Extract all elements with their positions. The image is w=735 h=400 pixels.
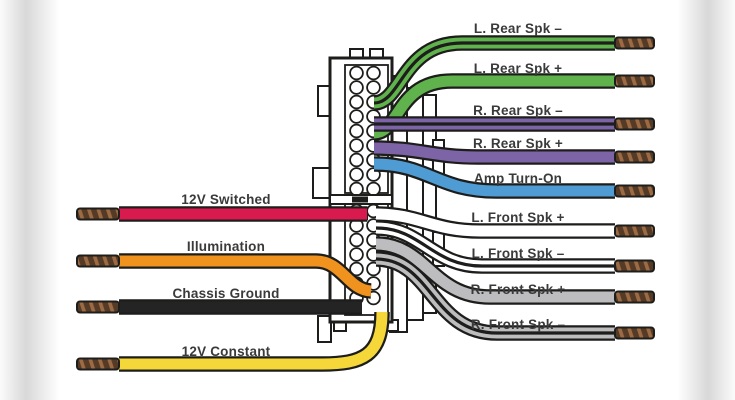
copper-strand-tip-12v-constant [76, 357, 120, 371]
pin-hole [349, 167, 364, 182]
copper-strand-tip-r-front-spk-plus [614, 290, 655, 304]
copper-strand-tip-chassis-ground [76, 300, 120, 314]
left-edge-fade [0, 0, 62, 400]
wire-l-front-spk-minus [375, 220, 615, 274]
wire-r-front-spk-plus [375, 236, 615, 305]
wire-illumination [119, 253, 373, 299]
wire-r-rear-spk-plus [373, 140, 615, 165]
pin-hole [349, 94, 364, 110]
pin-hole [349, 247, 364, 262]
pin-hole [349, 232, 364, 248]
pin-hole [349, 152, 364, 168]
connector-divider-key [352, 196, 368, 203]
pin-hole [349, 261, 364, 277]
copper-strand-tip-l-front-spk-plus [614, 224, 655, 238]
copper-strand-tip-illumination [76, 254, 120, 268]
wire-r-front-spk-minus [375, 251, 615, 341]
pin-hole [366, 181, 381, 197]
pin-hole [349, 181, 364, 197]
wire-stripe [375, 257, 615, 335]
copper-strand-tip-r-rear-spk-minus [614, 117, 655, 131]
connector-latch [312, 167, 331, 199]
wire-l-front-spk-plus [375, 206, 615, 239]
connector-left-foot [317, 315, 332, 343]
pin-hole [349, 65, 364, 81]
wires-layer [119, 35, 615, 372]
pin-hole [349, 80, 364, 95]
wire-stripe [375, 226, 615, 268]
wire-l-rear-spk-minus [372, 35, 615, 111]
copper-strand-tip-r-rear-spk-plus [614, 150, 655, 164]
right-edge-fade [675, 0, 735, 400]
copper-strand-tip-l-rear-spk-plus [614, 74, 655, 88]
copper-strand-tip-l-rear-spk-minus [614, 36, 655, 50]
pin-hole [366, 65, 381, 81]
copper-strand-tip-l-front-spk-minus [614, 259, 655, 273]
copper-strand-tip-12v-switched [76, 207, 120, 221]
pin-hole [366, 80, 381, 95]
wire-amp-turn-on [373, 156, 615, 199]
pin-hole [349, 138, 364, 153]
copper-strand-tip-r-front-spk-minus [614, 326, 655, 340]
wire-12v-constant [119, 311, 390, 372]
copper-strand-tip-amp-turn-on [614, 184, 655, 198]
wire-stripe [373, 41, 615, 105]
pin-hole [349, 123, 364, 139]
pin-hole [349, 109, 364, 124]
copper-layer [76, 36, 655, 371]
